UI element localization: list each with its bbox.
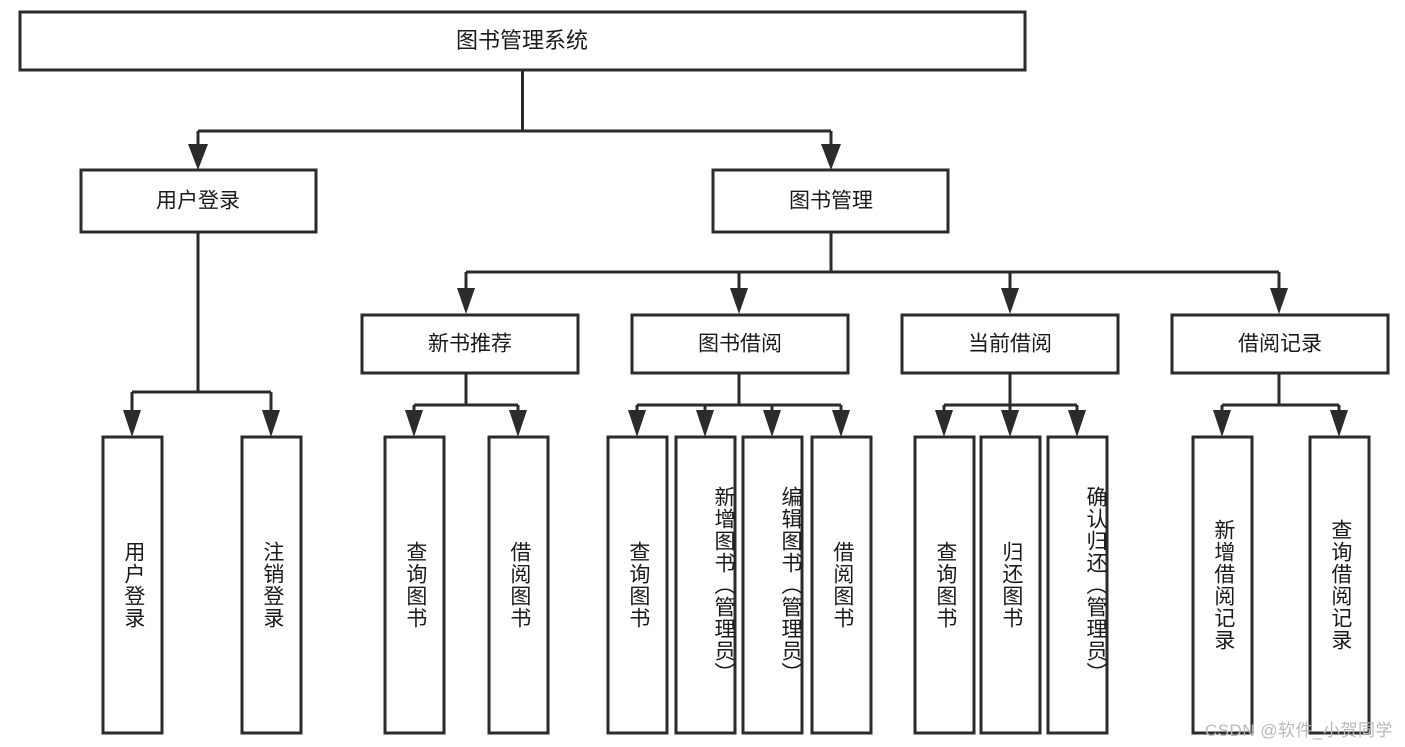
- leaf-box-return-book[interactable]: [979, 435, 1042, 735]
- leaf-box-borrow-book-1[interactable]: [487, 435, 550, 735]
- leaf-box-query-book-2[interactable]: [606, 435, 669, 735]
- connector-userlogin-to-leaves: [123, 232, 280, 437]
- node-root-system[interactable]: 图书管理系统: [18, 10, 1027, 72]
- leaf-box-logout[interactable]: [240, 435, 303, 735]
- node-current-borrow-label: 当前借阅: [968, 333, 1052, 356]
- connector-root-to-level2: [188, 70, 841, 170]
- leaf-box-query-book-1[interactable]: [383, 435, 446, 735]
- leaf-box-query-borrow-record[interactable]: [1308, 435, 1371, 735]
- connector-currentborrow-to-leaves: [935, 373, 1086, 437]
- node-root-label: 图书管理系统: [456, 28, 588, 53]
- node-user-login[interactable]: 用户登录: [79, 168, 318, 234]
- node-user-login-label: 用户登录: [156, 190, 240, 213]
- leaf-box-borrow-book-2[interactable]: [810, 435, 873, 735]
- node-borrow-record-label: 借阅记录: [1238, 333, 1322, 356]
- node-book-management-label: 图书管理: [789, 190, 873, 213]
- connector-bookmgmt-to-level3: [457, 232, 1288, 314]
- node-borrow-record[interactable]: 借阅记录: [1170, 313, 1390, 375]
- leaf-box-add-book-admin[interactable]: [674, 435, 737, 735]
- connector-newbook-to-leaves: [405, 373, 527, 437]
- node-book-borrow-label: 图书借阅: [698, 333, 782, 356]
- connector-bookborrow-to-leaves: [628, 373, 850, 437]
- watermark: CSDN @软件_小贺同学: [1204, 721, 1393, 740]
- node-book-borrow[interactable]: 图书借阅: [630, 313, 850, 375]
- leaf-box-add-borrow-record[interactable]: [1191, 435, 1254, 735]
- node-book-management[interactable]: 图书管理: [711, 168, 950, 234]
- leaf-box-edit-book-admin[interactable]: [741, 435, 804, 735]
- leaf-box-user-login[interactable]: [101, 435, 164, 735]
- node-new-book-recommend-label: 新书推荐: [428, 333, 512, 356]
- leaf-box-query-book-3[interactable]: [913, 435, 976, 735]
- node-current-borrow[interactable]: 当前借阅: [900, 313, 1120, 375]
- connector-borrowrecord-to-leaves: [1213, 373, 1348, 437]
- leaf-box-confirm-return-admin[interactable]: [1046, 435, 1109, 735]
- node-new-book-recommend[interactable]: 新书推荐: [360, 313, 580, 375]
